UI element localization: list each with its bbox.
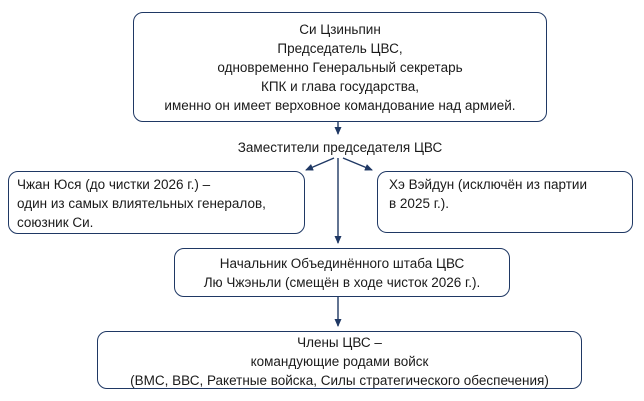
deputies-label: Заместители председателя ЦВС <box>237 140 443 155</box>
node-he-weidong: Хэ Вэйдун (исключён из партии в 2025 г.)… <box>377 171 633 233</box>
node-zhang-yuxia: Чжан Юся (до чистки 2026 г.) – один из с… <box>8 171 305 234</box>
node-chairman-xi-jinping: Си Цзиньпин Председатель ЦВС, одновремен… <box>133 12 547 122</box>
arrow-deputies-to-zhang <box>305 157 335 171</box>
node-joint-staff-chief: Начальник Объединённого штаба ЦВС Лю Чжэ… <box>174 248 510 297</box>
arrow-deputies-to-he <box>342 157 373 171</box>
node-cmc-members: Члены ЦВС – командующие родами войск (ВМ… <box>97 331 582 389</box>
